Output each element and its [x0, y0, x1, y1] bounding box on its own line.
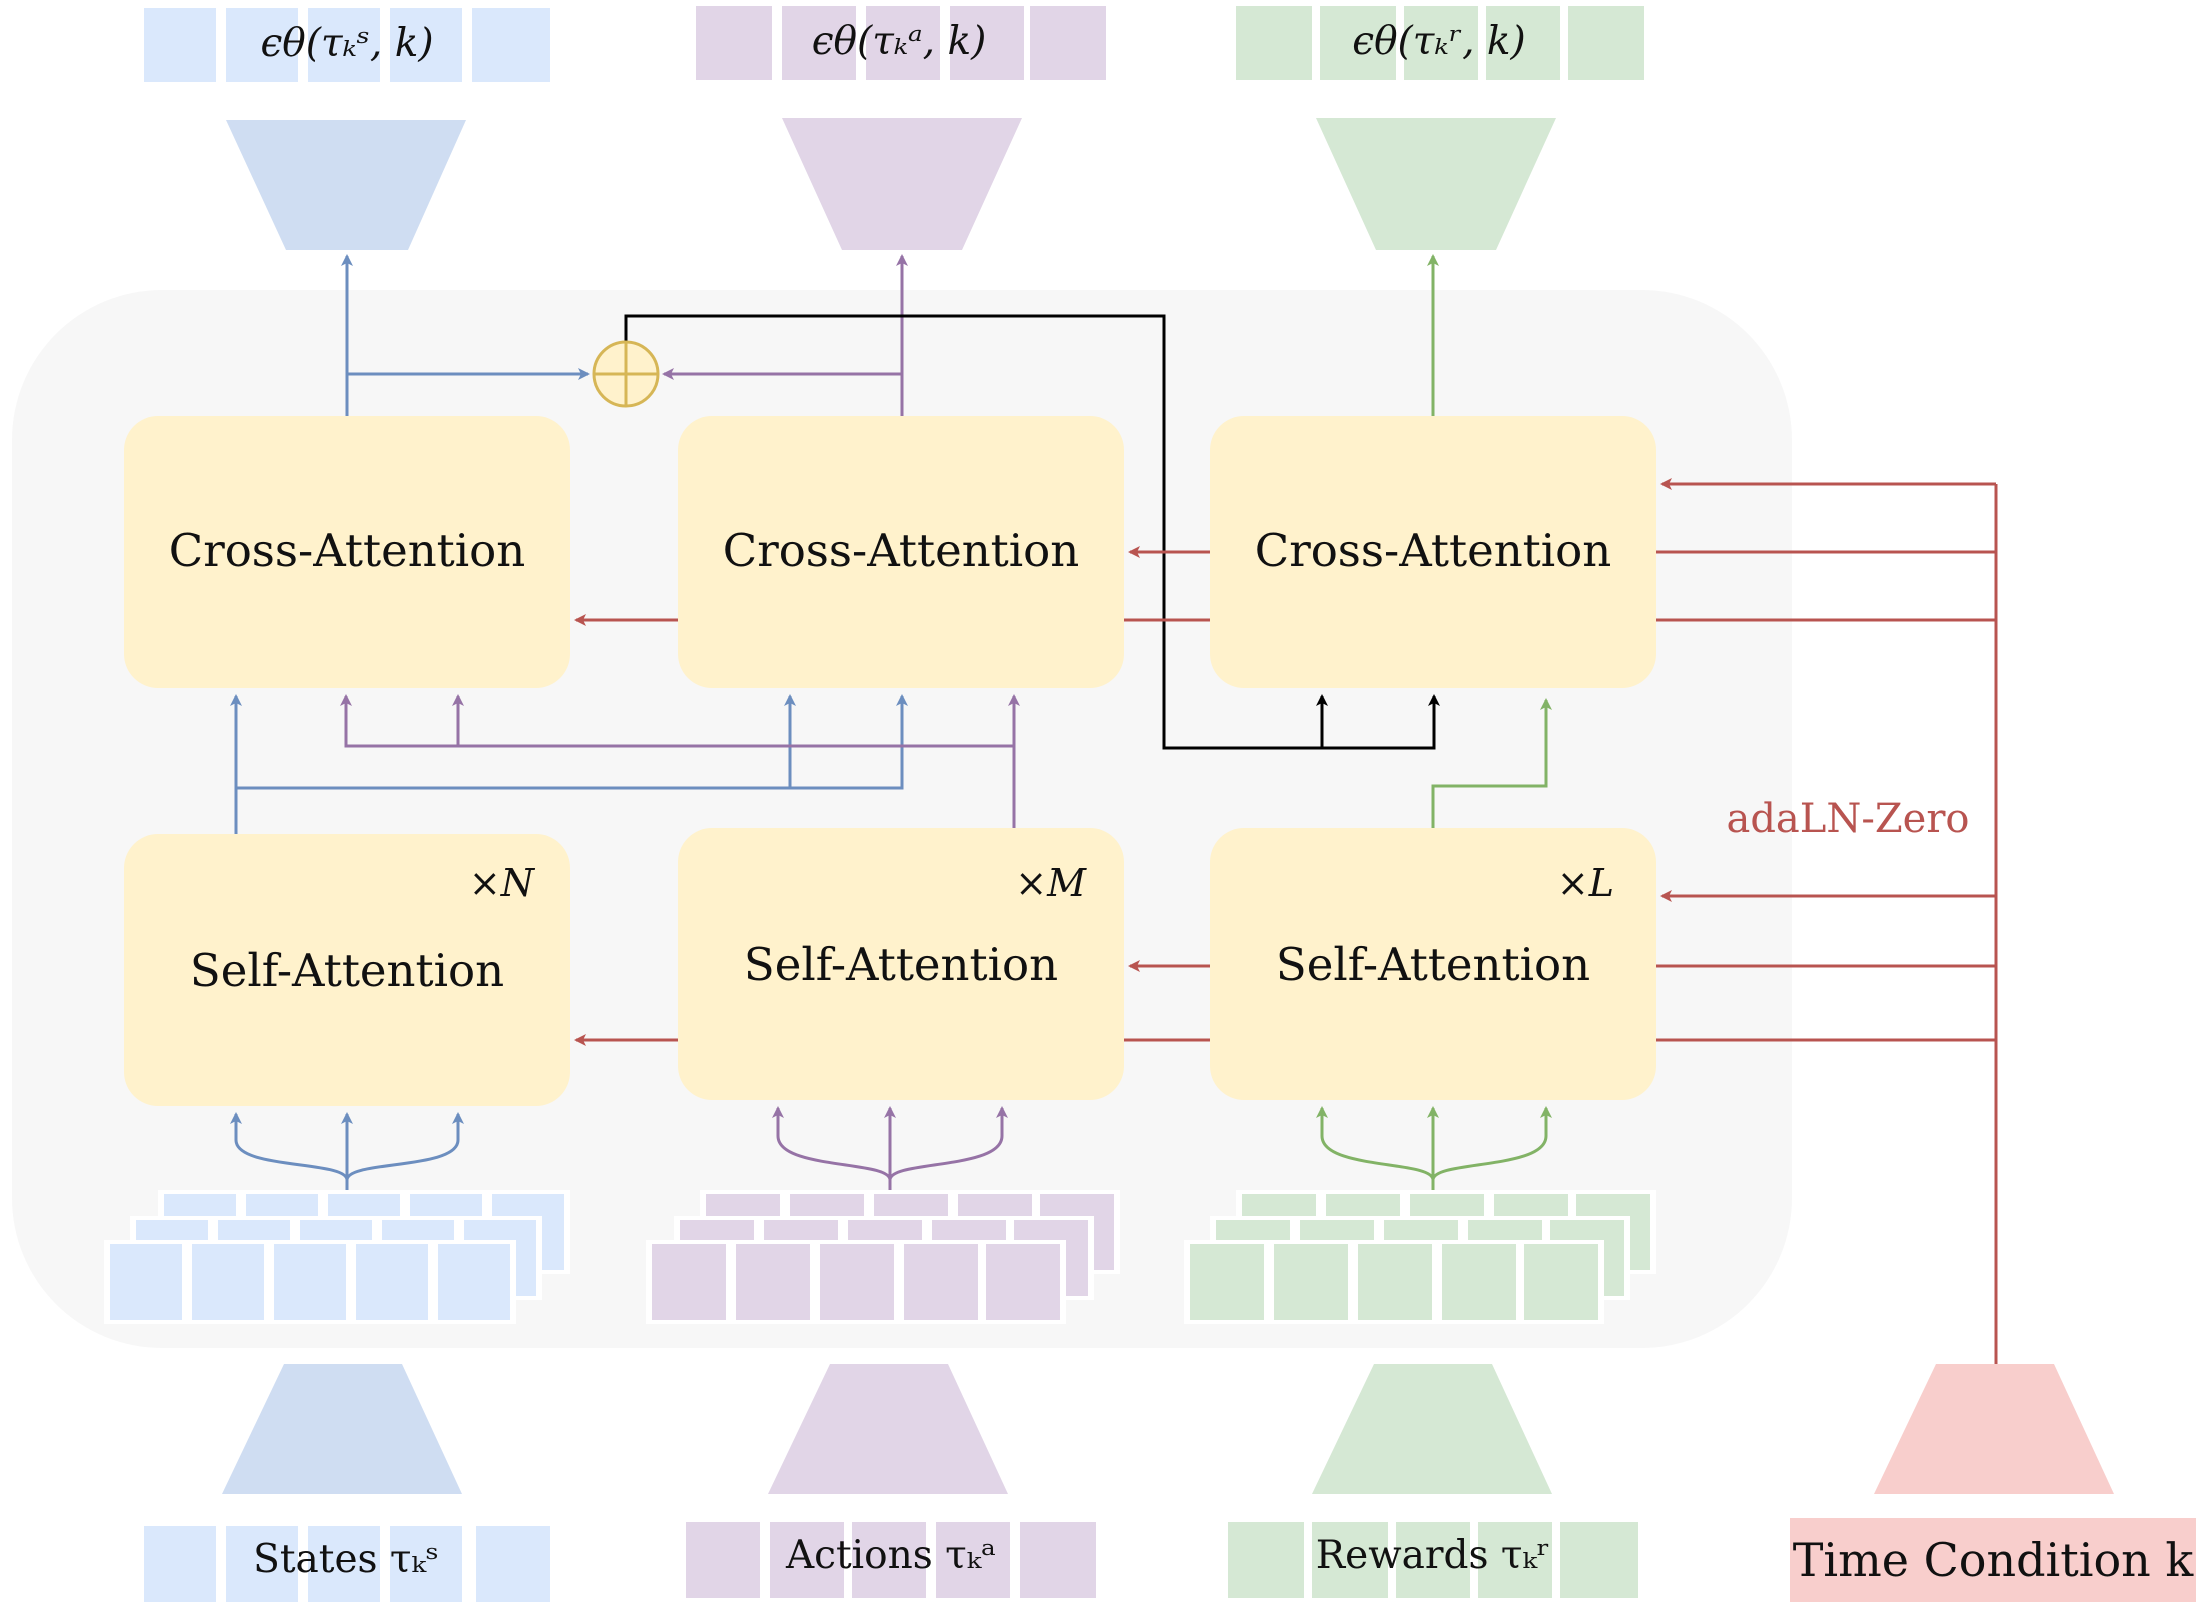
encoder-rewards — [1312, 1364, 1552, 1494]
arrow-sum-to-reward-cross — [624, 314, 1440, 750]
self-attention-actions — [678, 828, 1124, 1100]
cross-attention-actions — [678, 416, 1124, 688]
adaln-zero-label: adaLN-Zero — [1726, 796, 1969, 842]
encoder-actions — [768, 1364, 1008, 1494]
input-label-actions: Actions τₖᵃ — [785, 1533, 996, 1578]
input-tokens-states — [144, 1526, 550, 1602]
self-attention-label-rewards: Self-Attention — [1276, 938, 1590, 991]
cross-attention-label-states: Cross-Attention — [169, 524, 525, 577]
input-label-states: States τₖˢ — [253, 1537, 439, 1582]
input-tokens-rewards — [1228, 1522, 1638, 1598]
input-tokens-actions — [686, 1522, 1096, 1598]
time-condition-box — [1790, 1518, 2196, 1602]
self-attention-rewards — [1210, 828, 1656, 1100]
self-attention-states — [124, 834, 570, 1106]
cross-attention-label-actions: Cross-Attention — [723, 524, 1079, 577]
output-label-actions: ϵθ(τₖᵃ, k) — [812, 19, 987, 64]
repeat-label-rewards: ×L — [1557, 861, 1614, 905]
link-actions-self-to-cross — [344, 700, 1016, 828]
input-token-stack-actions — [646, 1190, 1120, 1324]
output-tokens-states — [144, 8, 550, 82]
repeat-label-states: ×N — [469, 861, 536, 905]
encoder-time — [1874, 1364, 2114, 1494]
sum-icon — [592, 340, 660, 408]
link-rewards-self-to-cross — [1431, 698, 1552, 828]
repeat-label-actions: ×M — [1015, 861, 1087, 905]
decoder-rewards — [1316, 118, 1556, 250]
cross-attention-rewards — [1210, 416, 1656, 688]
input-token-stack-rewards — [1184, 1190, 1656, 1324]
output-tokens-rewards — [1236, 6, 1644, 80]
output-tokens-actions — [696, 6, 1106, 80]
time-condition-label: Time Condition k — [1793, 1533, 2195, 1587]
cross-attention-states — [124, 416, 570, 688]
input-label-rewards: Rewards τₖʳ — [1316, 1533, 1550, 1578]
fan-arrows-rewards — [1316, 1106, 1552, 1190]
output-label-states: ϵθ(τₖˢ, k) — [260, 21, 433, 66]
self-attention-label-states: Self-Attention — [190, 944, 504, 997]
encoder-states — [222, 1364, 462, 1494]
link-states-self-to-cross — [234, 700, 904, 834]
decoder-states — [226, 120, 466, 250]
fan-arrows-actions — [772, 1106, 1008, 1190]
output-label-rewards: ϵθ(τₖʳ, k) — [1352, 19, 1526, 64]
self-attention-label-actions: Self-Attention — [744, 938, 1058, 991]
input-token-stack-states — [104, 1190, 570, 1324]
decoder-actions — [782, 118, 1022, 250]
fan-arrows-states — [230, 1112, 464, 1190]
cross-attention-label-rewards: Cross-Attention — [1255, 524, 1611, 577]
